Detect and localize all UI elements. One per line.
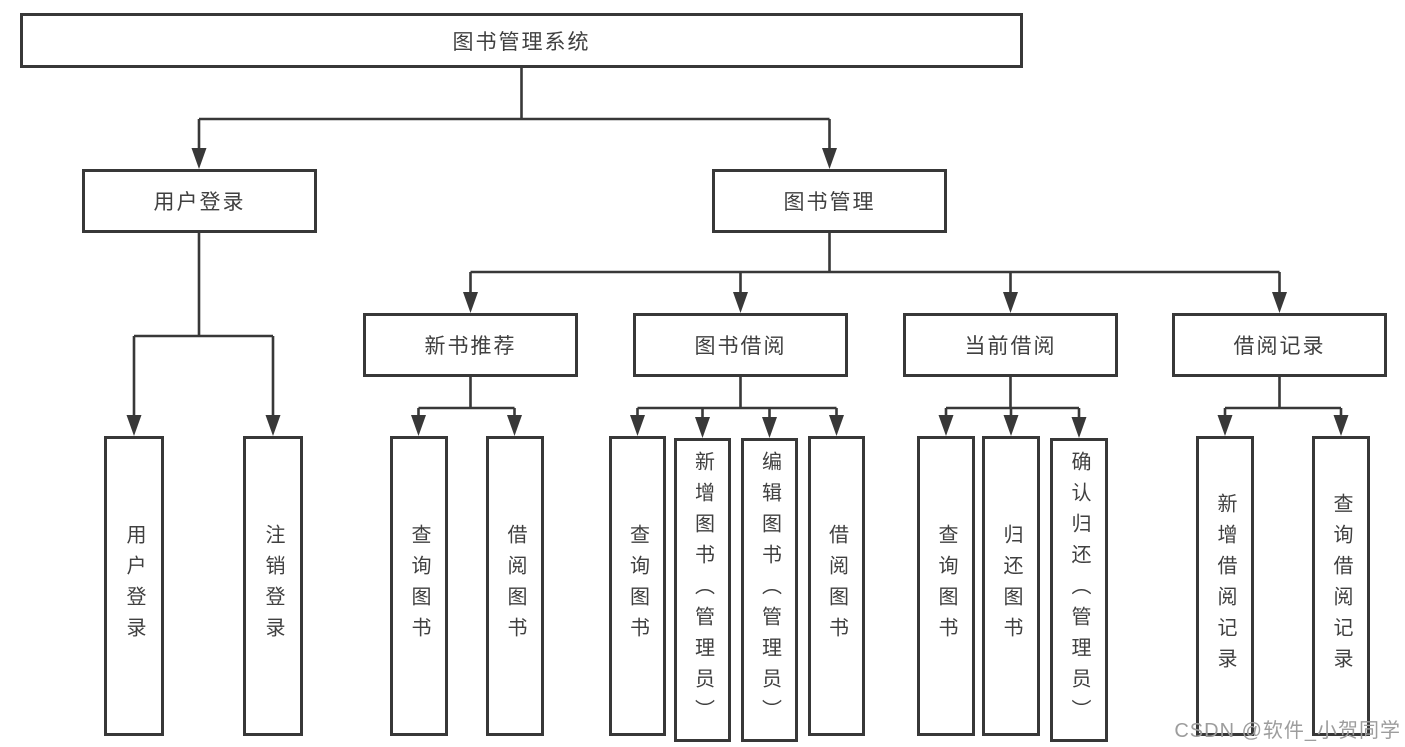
leaf-query-books-current: 查询图书: [917, 436, 975, 736]
leaf-logout: 注销登录: [243, 436, 303, 736]
leaf-label: 用户登录: [123, 524, 145, 648]
node-label: 图书管理系统: [452, 30, 591, 54]
leaf-query-books-recommend: 查询图书: [390, 436, 448, 736]
node-label: 图书借阅: [694, 335, 787, 358]
csdn-watermark: CSDN @软件_小贺同学: [1174, 720, 1401, 742]
node-label: 新书推荐: [424, 335, 517, 358]
leaf-label: 编辑图书（管理员）: [758, 450, 781, 730]
node-borrow-record: 借阅记录: [1172, 313, 1387, 377]
node-user-login: 用户登录: [82, 169, 317, 233]
leaf-label: 查询图书: [626, 524, 649, 648]
leaf-label: 新增借阅记录: [1214, 493, 1236, 679]
leaf-label: 确认归还（管理员）: [1068, 450, 1090, 730]
node-label: 借阅记录: [1233, 335, 1326, 358]
leaf-borrow-books-recommend: 借阅图书: [486, 436, 544, 736]
leaf-label: 借阅图书: [504, 524, 526, 648]
leaf-edit-books-admin: 编辑图书（管理员）: [741, 438, 798, 742]
node-label: 图书管理: [783, 191, 876, 214]
node-label: 当前借阅: [964, 335, 1057, 358]
leaf-label: 新增图书（管理员）: [691, 450, 714, 730]
node-new-book-recommend: 新书推荐: [363, 313, 578, 377]
leaf-confirm-return-admin: 确认归还（管理员）: [1050, 438, 1108, 742]
leaf-query-books-borrow: 查询图书: [609, 436, 666, 736]
node-library-management-system: 图书管理系统: [20, 13, 1023, 68]
leaf-label: 借阅图书: [825, 524, 848, 648]
node-book-borrow: 图书借阅: [633, 313, 848, 377]
leaf-query-borrow-record: 查询借阅记录: [1312, 436, 1370, 736]
leaf-add-books-admin: 新增图书（管理员）: [674, 438, 731, 742]
leaf-return-books: 归还图书: [982, 436, 1040, 736]
node-current-borrow: 当前借阅: [903, 313, 1118, 377]
leaf-label: 查询图书: [935, 524, 957, 648]
leaf-label: 注销登录: [262, 524, 284, 648]
leaf-borrow-books: 借阅图书: [808, 436, 865, 736]
node-label: 用户登录: [153, 191, 246, 214]
leaf-label: 查询图书: [408, 524, 430, 648]
leaf-label: 查询借阅记录: [1330, 493, 1352, 679]
leaf-user-login: 用户登录: [104, 436, 164, 736]
leaf-label: 归还图书: [1000, 524, 1022, 648]
node-book-management: 图书管理: [712, 169, 947, 233]
leaf-add-borrow-record: 新增借阅记录: [1196, 436, 1254, 736]
